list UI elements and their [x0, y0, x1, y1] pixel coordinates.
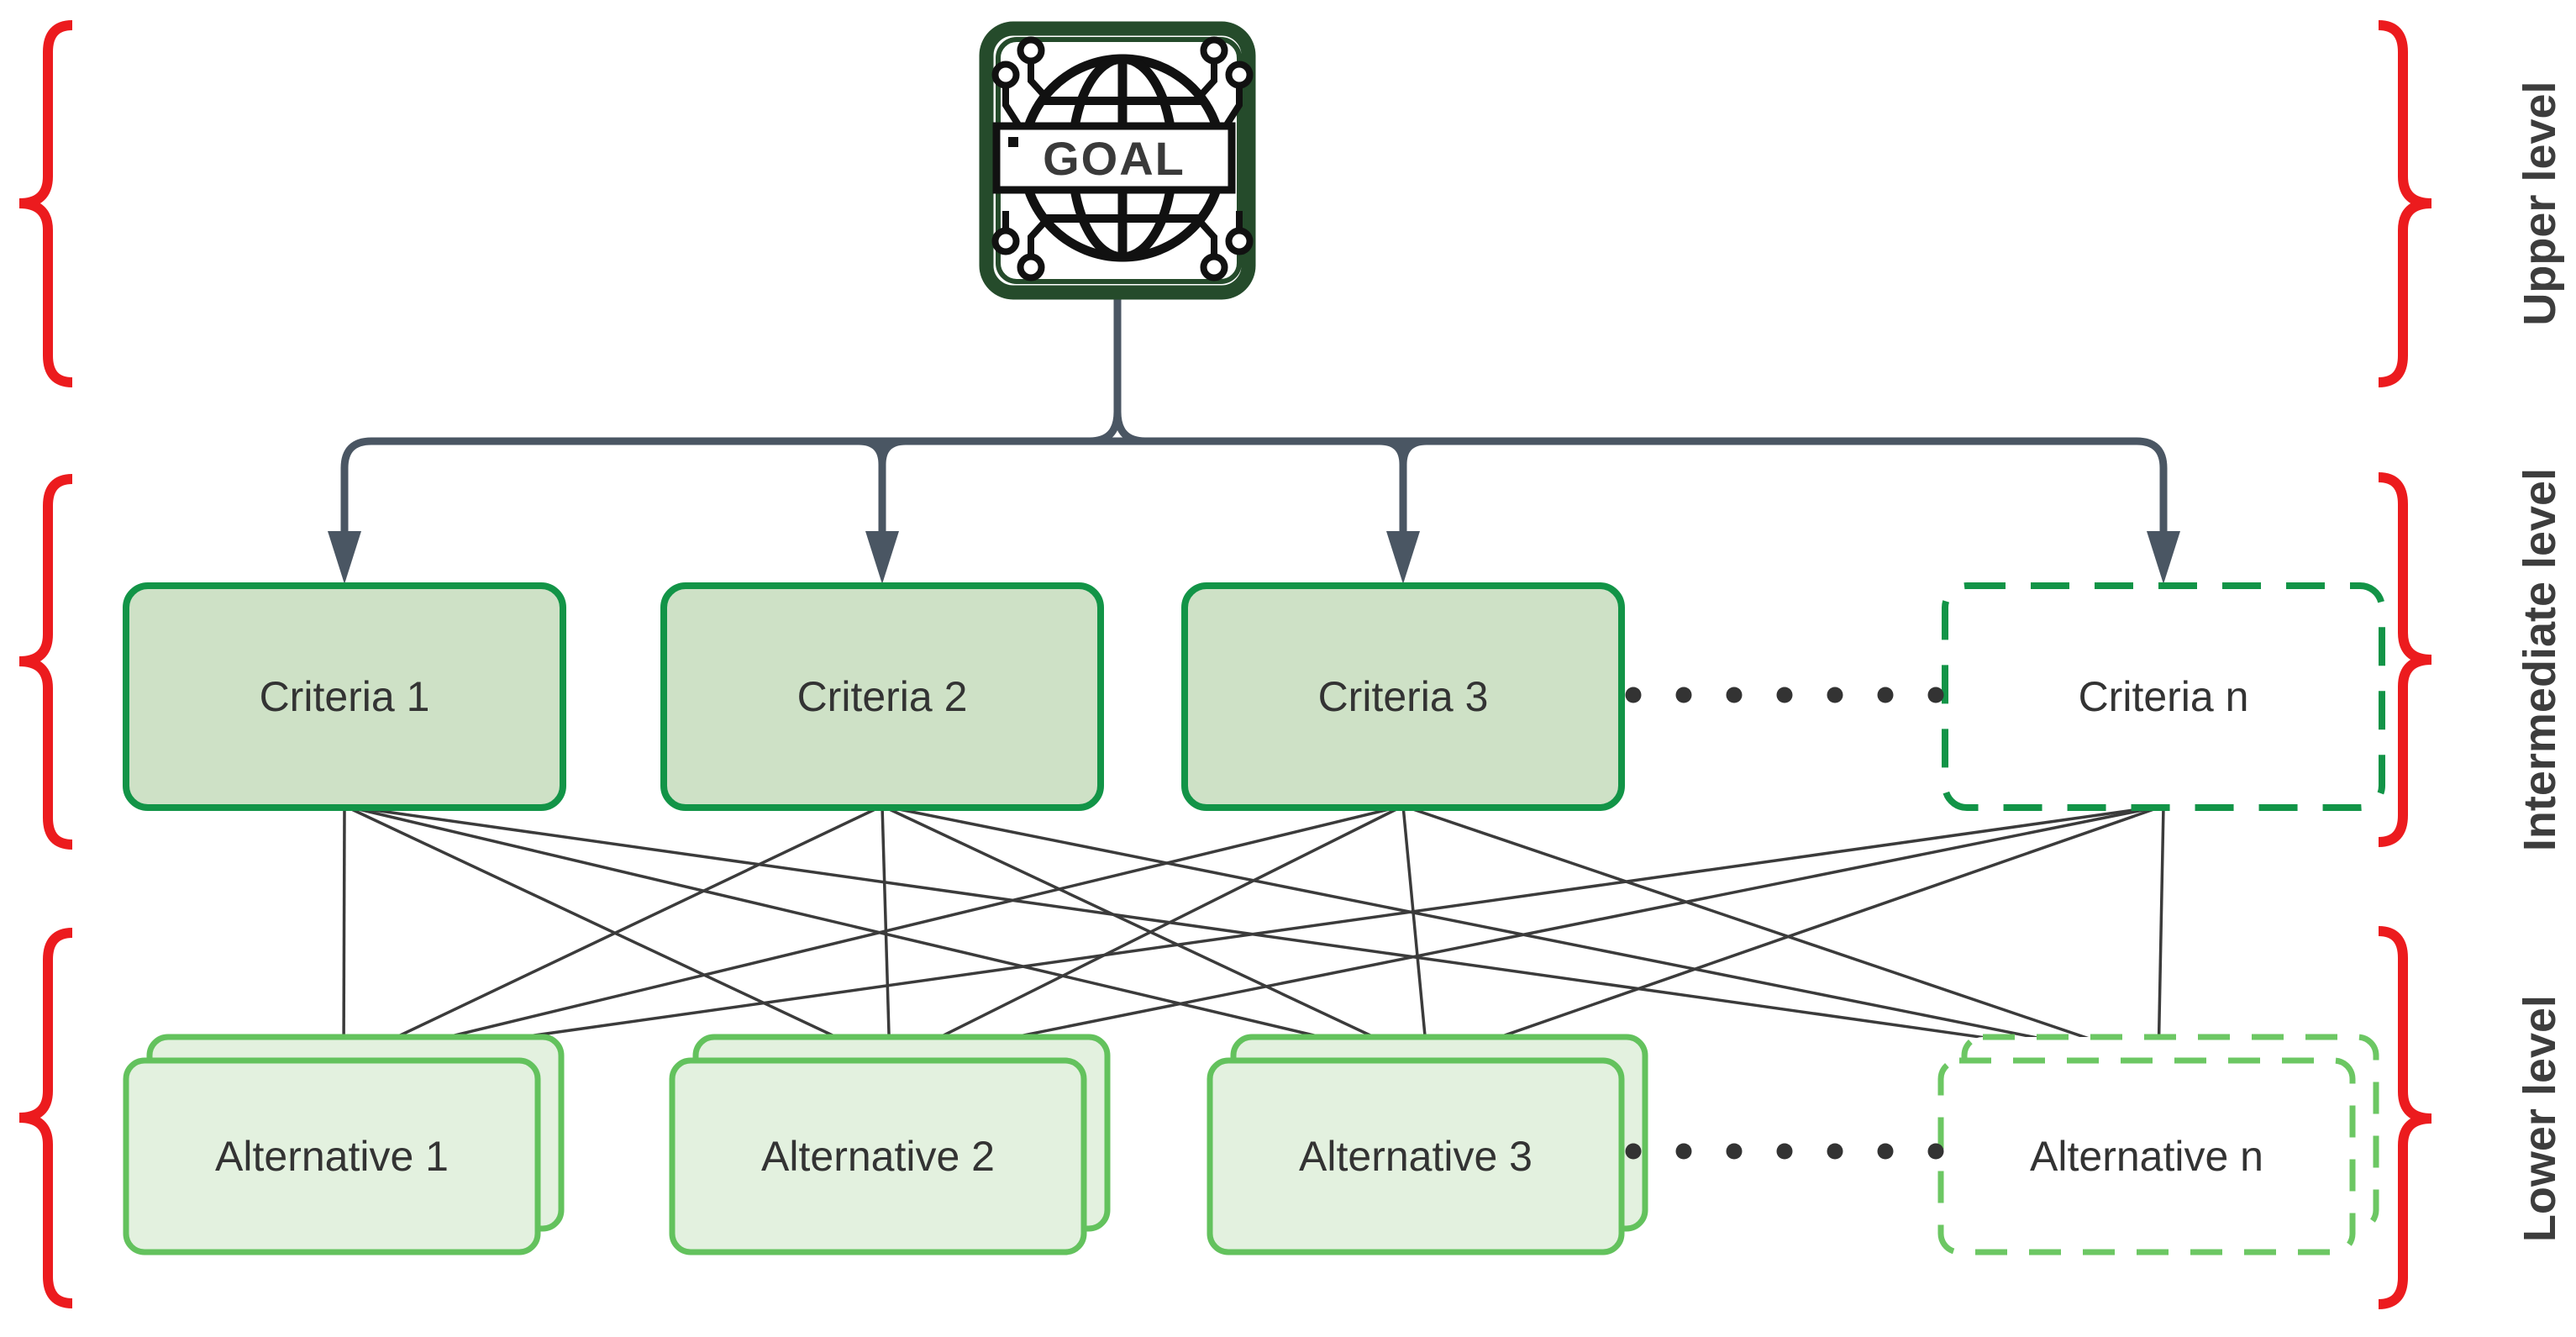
criteria-box-n: [1942, 582, 2385, 811]
alternative-n-label: Alternative n: [2030, 1133, 2263, 1180]
brace-right-upper: [2378, 20, 2432, 387]
criteria-3-label: Criteria 3: [1317, 673, 1489, 720]
goal-banner-square: [1008, 137, 1018, 147]
circuit-nodes: [991, 36, 1254, 282]
arrowhead-criteria-2: [865, 531, 899, 584]
lower-level-label: Lower level: [2515, 994, 2565, 1243]
intermediate-level-label: Intermediate level: [2515, 467, 2565, 852]
arrowhead-criteria-n: [2147, 531, 2180, 584]
goal-banner: [992, 122, 1236, 194]
goal-icon: [979, 21, 1256, 300]
alternative-card-front-1: [123, 1057, 541, 1255]
arrowhead-criteria-1: [328, 531, 361, 584]
circuit-traces: [1002, 61, 1243, 257]
brace-right-lower: [2378, 926, 2432, 1309]
alternative-card-front-3: [1207, 1057, 1625, 1255]
goal-criteria-connector: [340, 299, 2168, 545]
alternative-card-front-n: [1937, 1057, 2356, 1255]
connector-arrowheads: [328, 531, 2180, 584]
upper-level-label: Upper level: [2515, 81, 2565, 326]
goal-label: GOAL: [1043, 131, 1185, 185]
alternative-3-label: Alternative 3: [1299, 1133, 1532, 1180]
criteria-box-2: [660, 582, 1104, 811]
criteria-alternative-edges: [342, 804, 2165, 1064]
brace-left-lower: [18, 928, 73, 1308]
alternative-card-front-2: [669, 1057, 1087, 1255]
criteria-ellipsis-dots: [1625, 687, 1944, 703]
alternative-1-label: Alternative 1: [215, 1133, 449, 1180]
criteria-2-label: Criteria 2: [796, 673, 968, 720]
criteria-row: [123, 582, 2385, 811]
brace-left-upper: [18, 20, 73, 387]
level-braces: [18, 20, 2432, 1309]
criteria-n-label: Criteria n: [2078, 673, 2249, 720]
criteria-box-1: [123, 582, 566, 811]
brace-left-intermediate: [18, 474, 73, 850]
alternatives-ellipsis-dots: [1625, 1143, 1944, 1160]
arrowhead-criteria-3: [1386, 531, 1420, 584]
criteria-box-3: [1181, 582, 1625, 811]
criteria-1-label: Criteria 1: [259, 673, 430, 720]
alternative-2-label: Alternative 2: [761, 1133, 995, 1180]
alternatives-row: [123, 1034, 2379, 1255]
brace-right-intermediate: [2378, 472, 2432, 847]
